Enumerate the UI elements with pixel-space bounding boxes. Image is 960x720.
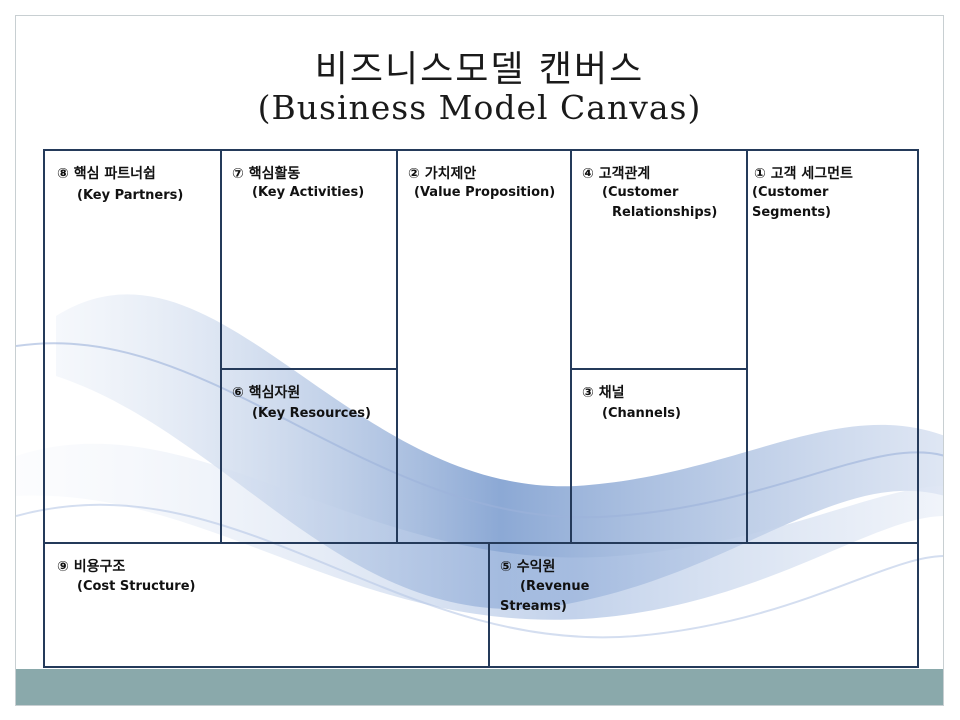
customer-segments-label-en-2: Segments)	[752, 205, 831, 220]
value-proposition-label-en: (Value Proposition)	[414, 185, 556, 200]
block-revenue-streams: ⑤ 수익원 (Revenue Streams)	[490, 542, 917, 666]
title-english: (Business Model Canvas)	[257, 88, 702, 127]
customer-relationships-label-en-1: (Customer	[602, 185, 679, 200]
blue-wave-decoration	[16, 294, 943, 639]
key-partners-label-ko: ⑧ 핵심 파트너쉽	[57, 166, 156, 182]
block-key-activities: ⑦ 핵심활동 (Key Activities)	[222, 151, 398, 370]
key-activities-label-ko: ⑦ 핵심활동	[232, 166, 301, 182]
value-proposition-label-ko: ② 가치제안	[408, 166, 477, 182]
key-activities-label-en: (Key Activities)	[252, 185, 365, 200]
block-customer-segments: ① 고객 세그먼트 (Customer Segments)	[748, 151, 917, 542]
revenue-streams-label-en-2: Streams)	[500, 599, 567, 614]
customer-relationships-label-en-2: Relationships)	[612, 205, 718, 220]
key-resources-label-ko: ⑥ 핵심자원	[232, 385, 301, 401]
revenue-streams-label-en-1: (Revenue	[520, 579, 590, 594]
wave-line-2	[16, 503, 943, 639]
customer-relationships-label-ko: ④ 고객관계	[582, 166, 651, 182]
channels-label-ko: ③ 채널	[582, 385, 625, 401]
cost-structure-label-ko: ⑨ 비용구조	[57, 559, 126, 575]
cost-structure-label-en: (Cost Structure)	[77, 579, 196, 594]
title-korean: 비즈니스모델 캔버스	[314, 49, 645, 90]
key-resources-label-en: (Key Resources)	[252, 406, 371, 421]
slide: 비즈니스모델 캔버스 (Business Model Canvas) ⑧ 핵심 …	[15, 15, 944, 706]
block-key-partners: ⑧ 핵심 파트너쉽 (Key Partners)	[45, 151, 222, 542]
block-cost-structure: ⑨ 비용구조 (Cost Structure)	[45, 542, 490, 666]
wave-band-main	[56, 294, 943, 610]
bottom-bar	[16, 669, 943, 705]
customer-segments-label-en-1: (Customer	[752, 185, 829, 200]
customer-segments-label-ko: ① 고객 세그먼트	[754, 166, 853, 182]
wave-band-light	[16, 443, 943, 620]
block-value-proposition: ② 가치제안 (Value Proposition)	[398, 151, 572, 542]
channels-label-en: (Channels)	[602, 406, 681, 421]
wave-line-1	[16, 342, 943, 519]
key-partners-label-en: (Key Partners)	[77, 188, 184, 203]
block-key-resources: ⑥ 핵심자원 (Key Resources)	[222, 370, 398, 544]
business-model-canvas: ⑧ 핵심 파트너쉽 (Key Partners) ⑦ 핵심활동 (Key Act…	[43, 149, 919, 668]
block-customer-relationships: ④ 고객관계 (Customer Relationships)	[572, 151, 748, 370]
revenue-streams-label-ko: ⑤ 수익원	[500, 559, 556, 575]
block-channels: ③ 채널 (Channels)	[572, 370, 748, 542]
